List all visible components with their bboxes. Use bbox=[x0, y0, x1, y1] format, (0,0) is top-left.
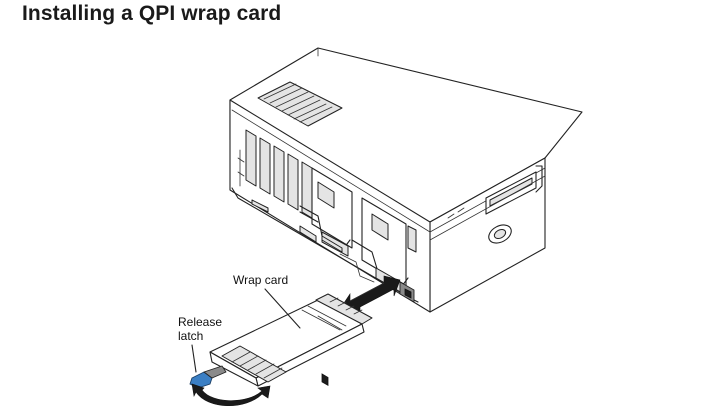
release-latch-label-line1: Release bbox=[178, 315, 222, 329]
wrap-card-label: Wrap card bbox=[233, 273, 288, 287]
double-headed-arrow-icon bbox=[337, 275, 401, 315]
server-chassis bbox=[229, 47, 583, 387]
wrap-card-leader-line bbox=[264, 288, 301, 329]
callouts: Wrap card Release latch bbox=[178, 273, 301, 373]
release-latch-leader-line bbox=[191, 344, 197, 373]
top-cover-label bbox=[257, 81, 343, 127]
insert-direction-arrow bbox=[337, 275, 401, 315]
wrap-card-end bbox=[209, 351, 259, 387]
wrap-card-grip bbox=[221, 345, 287, 383]
wrap-card bbox=[189, 293, 373, 407]
side-latch bbox=[488, 224, 512, 244]
release-latch bbox=[189, 365, 227, 389]
power-supply-bay-1 bbox=[299, 167, 353, 387]
latch-rotation-arrow bbox=[191, 383, 271, 407]
curved-double-arrow-icon bbox=[191, 383, 271, 407]
wrap-card-connector bbox=[315, 293, 373, 325]
qpi-connector-ports bbox=[399, 225, 417, 303]
page-title: Installing a QPI wrap card bbox=[22, 2, 282, 25]
pci-slot-covers bbox=[237, 129, 313, 219]
release-latch-label-line2: latch bbox=[178, 329, 203, 343]
